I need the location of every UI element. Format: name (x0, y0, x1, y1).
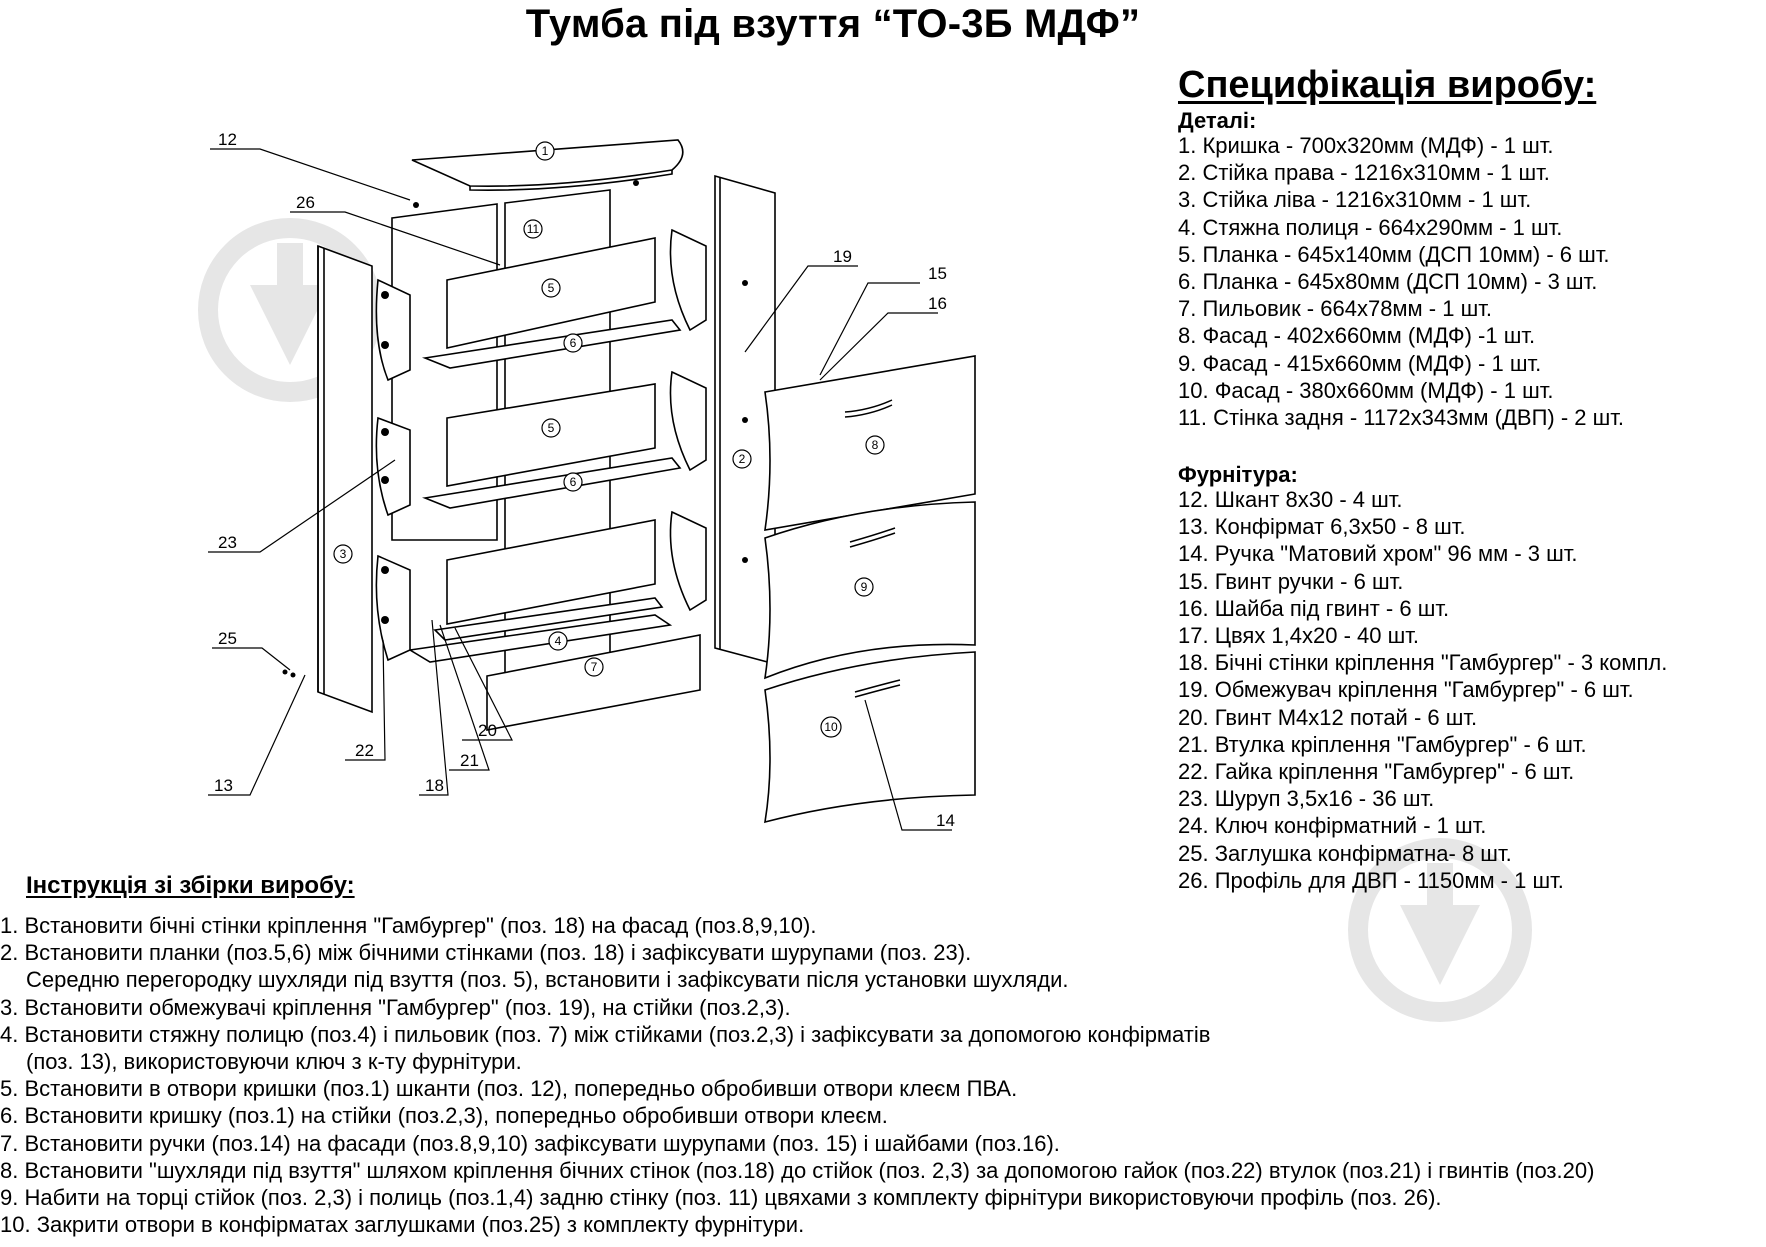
hardware-list: 12. Шкант 8х30 - 4 шт. 13. Конфірмат 6,3… (1178, 486, 1667, 894)
list-item: 3. Стійка ліва - 1216х310мм - 1 шт. (1178, 187, 1532, 213)
instruction-step: Середню перегородку шухляди під взуття (… (26, 967, 1069, 993)
list-item: 11. Стінка задня - 1172х343мм (ДВП) - 2 … (1178, 405, 1625, 431)
part-facade-10 (764, 651, 976, 824)
part-left-stand (317, 244, 373, 714)
list-item: 17. Цвях 1,4х20 - 40 шт. (1178, 623, 1420, 649)
callout-16: 16 (928, 294, 947, 313)
callout-21: 21 (460, 751, 479, 770)
list-item: 12. Шкант 8х30 - 4 шт. (1178, 487, 1403, 512)
part-mark-5: 5 (548, 421, 555, 435)
details-list: 1. Кришка - 700х320мм (МДФ) - 1 шт. 2. С… (1178, 132, 1624, 431)
list-item: 6. Планка - 645х80мм (ДСП 10мм) - 3 шт. (1178, 269, 1598, 295)
instruction-step: (поз. 13), використовуючи ключ з к-ту фу… (26, 1049, 522, 1075)
instruction-step: 7. Встановити ручки (поз.14) на фасади (… (0, 1130, 1060, 1156)
part-mark-9: 9 (861, 580, 868, 594)
part-shelf (407, 614, 673, 663)
instruction-step: 8. Встановити "шухляди під взуття" шляхо… (0, 1157, 1595, 1183)
callout-25: 25 (218, 629, 237, 648)
callout-26: 26 (296, 193, 315, 212)
part-slat-6c (433, 597, 664, 641)
list-item: 7. Пильовик - 664х78мм - 1 шт. (1178, 296, 1492, 322)
instruction-step: 4. Встановити стяжну полицю (поз.4) і пи… (0, 1021, 1211, 1047)
part-mark-2: 2 (739, 452, 746, 466)
list-item: 21. Втулка кріплення "Гамбургер" - 6 шт. (1178, 731, 1587, 757)
part-mark-8: 8 (872, 438, 879, 452)
part-mark-6: 6 (570, 475, 577, 489)
callout-22: 22 (355, 741, 374, 760)
list-item: 14. Ручка "Матовий хром" 96 мм - 3 шт. (1178, 541, 1578, 567)
instruction-step: 2. Встановити планки (поз.5,6) між бічни… (0, 940, 972, 966)
callout-20: 20 (478, 721, 497, 740)
list-item: 15. Гвинт ручки - 6 шт. (1178, 568, 1404, 594)
part-mark-1: 1 (542, 144, 549, 158)
list-item: 24. Ключ конфірматний - 1 шт. (1178, 813, 1487, 839)
list-item: 1. Кришка - 700х320мм (МДФ) - 1 шт. (1178, 133, 1554, 158)
callout-12: 12 (218, 130, 237, 149)
list-item: 20. Гвинт М4х12 потай - 6 шт. (1178, 704, 1478, 730)
part-mark-11: 11 (527, 222, 540, 236)
list-item: 4. Стяжна полиця - 664х290мм - 1 шт. (1178, 214, 1563, 240)
instruction-step: 10. Закрити отвори в конфірматах заглушк… (0, 1212, 805, 1238)
part-mark-10: 10 (824, 720, 838, 734)
list-item: 2. Стійка права - 1216х310мм - 1 шт. (1178, 160, 1550, 186)
list-item: 13. Конфірмат 6,3х50 - 8 шт. (1178, 514, 1466, 540)
part-slat-6b (422, 457, 682, 509)
callout-18: 18 (425, 776, 444, 795)
part-top (411, 139, 684, 187)
list-item: 26. Профіль для ДВП - 1150мм - 1 шт. (1178, 867, 1564, 893)
list-item: 5. Планка - 645х140мм (ДСП 10мм) - 6 шт. (1178, 241, 1610, 267)
instruction-step: 3. Встановити обмежувачі кріплення "Гамб… (0, 994, 791, 1020)
part-slat-6a (421, 319, 682, 369)
instructions-heading: Інструкція зі збірки виробу: (26, 872, 355, 899)
part-hamburger-side (375, 278, 411, 382)
page-title: Тумба під взуття “ТО-3Б МДФ” (525, 2, 1141, 46)
instructions-list: 1. Встановити бічні стінки кріплення "Га… (0, 912, 1766, 1238)
instruction-step: 5. Встановити в отвори кришки (поз.1) шк… (0, 1076, 1018, 1102)
list-item: 23. Шуруп 3,5х16 - 36 шт. (1178, 786, 1435, 812)
callout-13: 13 (214, 776, 233, 795)
part-slat-5c (446, 519, 656, 625)
list-item: 22. Гайка кріплення "Гамбургер" - 6 шт. (1178, 759, 1575, 785)
spec-heading: Специфікація виробу: (1178, 64, 1597, 106)
part-mark-6: 6 (570, 336, 577, 350)
part-mark-4: 4 (555, 634, 562, 648)
callout-14: 14 (936, 811, 955, 830)
list-item: 18. Бічні стінки кріплення "Гамбургер" -… (1178, 650, 1668, 676)
list-item: 8. Фасад - 402х660мм (МДФ) -1 шт. (1178, 323, 1536, 349)
list-item: 19. Обмежувач кріплення "Гамбургер" - 6 … (1178, 677, 1634, 703)
hardware-heading: Фурнітура: (1178, 462, 1298, 487)
instruction-step: 9. Набити на торці стійок (поз. 2,3) і п… (0, 1185, 1442, 1211)
instruction-step: 6. Встановити кришку (поз.1) на стійки (… (0, 1103, 888, 1129)
part-mark-5: 5 (548, 281, 555, 295)
callout-19: 19 (833, 247, 852, 266)
details-heading: Деталі: (1178, 108, 1257, 133)
list-item: 25. Заглушка конфірматна- 8 шт. (1178, 840, 1512, 866)
list-item: 16. Шайба під гвинт - 6 шт. (1178, 595, 1450, 621)
list-item: 9. Фасад - 415х660мм (МДФ) - 1 шт. (1178, 350, 1542, 376)
part-plinth (486, 634, 701, 731)
callout-15: 15 (928, 264, 947, 283)
assembly-diagram: 12 26 19 15 16 23 25 13 22 18 21 20 14 1… (208, 130, 976, 831)
part-mark-7: 7 (591, 660, 598, 674)
list-item: 10. Фасад - 380х660мм (МДФ) - 1 шт. (1178, 377, 1554, 403)
part-mark-3: 3 (340, 547, 347, 561)
instruction-step: 1. Встановити бічні стінки кріплення "Га… (0, 913, 817, 938)
callout-23: 23 (218, 533, 237, 552)
watermark-logo (1348, 838, 1532, 1022)
